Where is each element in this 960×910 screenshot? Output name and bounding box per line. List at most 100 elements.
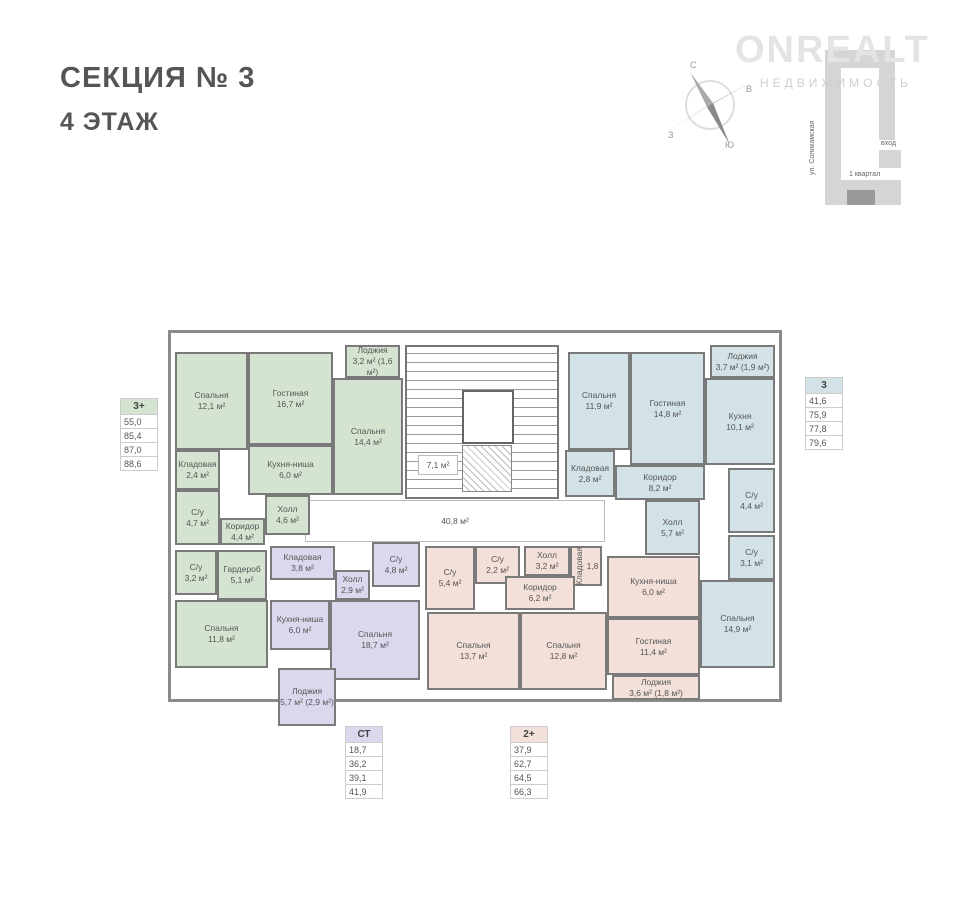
room-name: Спальня	[456, 640, 491, 650]
room-name: Кухня-ниша	[630, 576, 677, 586]
site-plan: ул. Соликамская вход 1 квартал	[809, 50, 905, 210]
watermark-logo: ONREALT	[735, 29, 930, 71]
common-area-value: 7,1 м²	[426, 459, 450, 470]
room-area: 3,8 м²	[291, 563, 314, 573]
common-corridor: 40,8 м²	[305, 500, 605, 542]
street-label: ул. Соликамская	[809, 120, 816, 175]
room-name: Лоджия	[357, 345, 388, 355]
apartment-type: 2+	[510, 726, 548, 743]
room-area: 5,4 м²	[438, 578, 462, 588]
room-name: Холл	[662, 516, 683, 527]
room-area: 4,7 м²	[186, 517, 209, 528]
room-area: 10,1 м²	[726, 421, 754, 432]
compass-rose-icon: С В Ю З	[660, 60, 760, 160]
room-name: Спальня	[357, 629, 393, 639]
room-name: С/у	[191, 506, 204, 517]
room-name: Кладовая	[283, 552, 322, 562]
room-name: Спальня	[581, 390, 617, 400]
room-area: 14,8 м²	[653, 408, 682, 419]
apartment-area-value: 79,6	[805, 435, 843, 450]
apartment-type: 3	[805, 377, 843, 394]
compass-north: С	[690, 60, 697, 70]
room-name: Кухня-ниша	[276, 614, 324, 624]
apartment-area-value: 41,6	[805, 393, 843, 408]
apartment-area-value: 85,4	[120, 428, 158, 443]
apartment-area-value: 37,9	[510, 742, 548, 757]
room-area: 6,0 м²	[642, 587, 665, 597]
room-name: С/у	[389, 553, 403, 564]
compass-east: В	[746, 84, 753, 94]
section-title: СЕКЦИЯ № 3	[60, 62, 256, 94]
room-name: Лоджия	[291, 686, 323, 696]
room-name: Кладовая	[570, 462, 610, 473]
room-area: 4,4 м²	[740, 500, 763, 511]
room-area: 14,9 м²	[723, 624, 752, 634]
room-area: 4,6 м²	[276, 515, 299, 525]
room-area: 8,2 м²	[648, 482, 672, 493]
apartment-area-value: 41,9	[345, 784, 383, 799]
apartment-area-value: 66,3	[510, 784, 548, 799]
apartment-type: 3+	[120, 398, 158, 415]
room-name: Кухня-ниша	[267, 459, 314, 469]
common-corridor-value: 40,8 м²	[441, 515, 469, 526]
room-area: 3,2 м²	[535, 561, 559, 571]
room-name: Холл	[342, 574, 363, 584]
room-name: Коридор	[225, 520, 260, 531]
apartment-type: СТ	[345, 726, 383, 743]
room-area: 13,7 м²	[459, 651, 488, 661]
room-name: С/у	[745, 546, 758, 557]
room-area: 3,2 м² (1,6 м²)	[352, 356, 393, 377]
apartment-area-value: 77,8	[805, 421, 843, 436]
room-name: Гостиная	[272, 387, 309, 398]
room-name: С/у	[745, 489, 758, 500]
room-area: 12,8 м²	[549, 651, 578, 661]
apartment-area-value: 75,9	[805, 407, 843, 422]
room-area: 1,8	[586, 560, 599, 571]
room-area: 2,8 м²	[578, 473, 602, 484]
room-area: 2,2 м²	[486, 565, 509, 575]
room-area: 5,7 м²	[661, 527, 684, 538]
room-area: 2,9 м²	[341, 585, 364, 595]
compass-west: З	[668, 130, 674, 140]
room-name: Лоджия	[640, 676, 672, 687]
watermark-subtitle: НЕДВИЖИМОСТЬ	[760, 76, 912, 90]
room-name: Спальня	[720, 613, 755, 623]
room-area: 6,0 м²	[279, 470, 302, 480]
elevator-shaft-2	[462, 445, 512, 492]
room-name: Коридор	[523, 582, 557, 592]
apartment-area-value: 39,1	[345, 770, 383, 785]
room-area: 3,2 м²	[184, 572, 208, 583]
room-area: 2,4 м²	[186, 470, 209, 480]
